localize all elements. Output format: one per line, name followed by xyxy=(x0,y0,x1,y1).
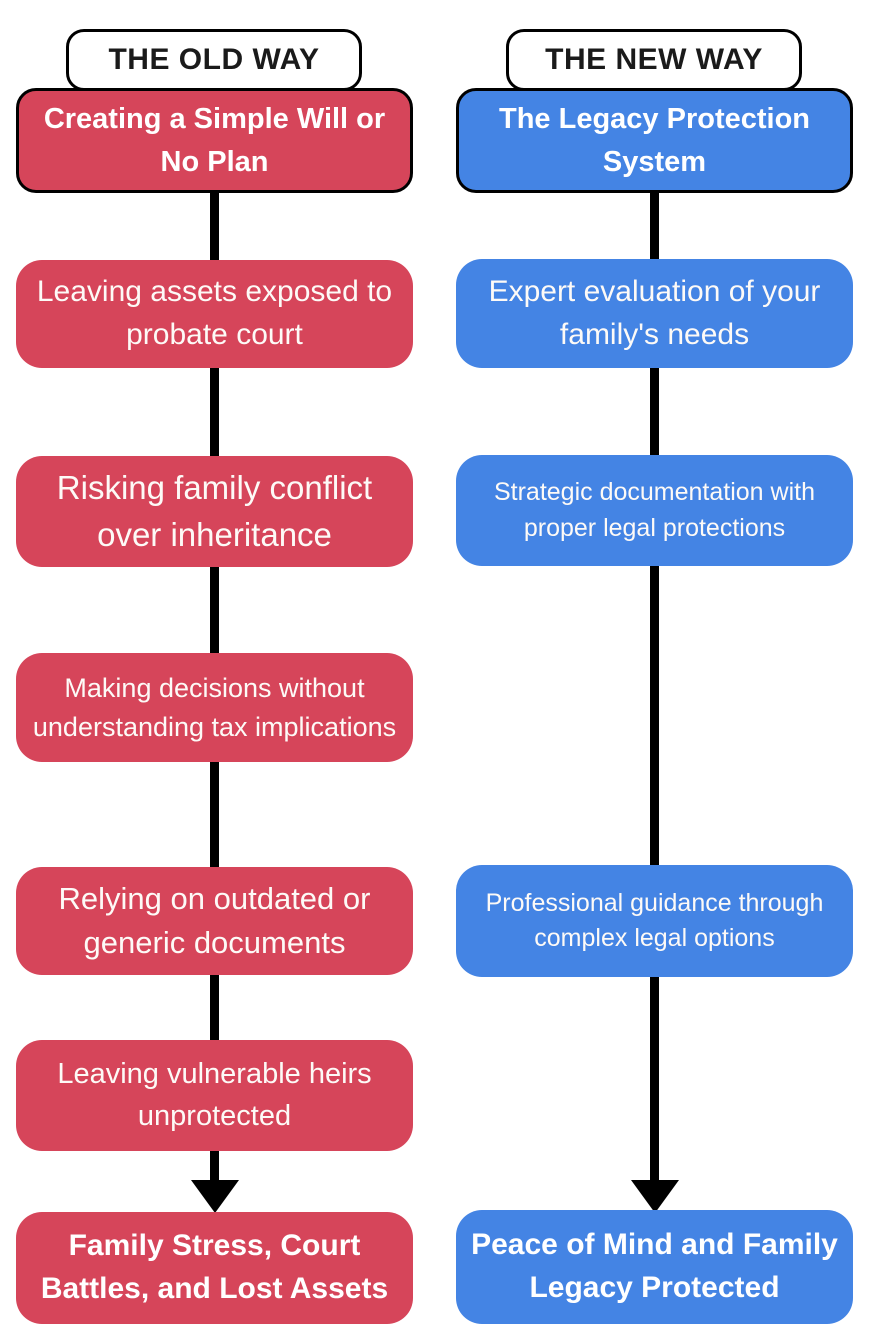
old-way-title: THE OLD WAY xyxy=(108,43,320,76)
new-step-text-2: Strategic documentation with proper lega… xyxy=(493,478,815,542)
new-result-text: Peace of Mind and Family Legacy Protecte… xyxy=(471,1228,838,1304)
old-step-box-1: Leaving assets exposed to probate court xyxy=(16,260,413,368)
old-step-box-2: Risking family conflict over inheritance xyxy=(16,456,413,567)
old-way-title-pill: THE OLD WAY xyxy=(66,29,362,91)
new-step-box-3: Professional guidance through complex le… xyxy=(456,865,853,977)
old-step-text-5: Leaving vulnerable heirs unprotected xyxy=(57,1058,372,1132)
old-step-text-3: Making decisions without understanding t… xyxy=(32,673,397,742)
old-result-box: Family Stress, Court Battles, and Lost A… xyxy=(16,1212,413,1324)
new-step-text-3: Professional guidance through complex le… xyxy=(485,888,824,953)
new-way-title: THE NEW WAY xyxy=(545,43,763,76)
old-header-box: Creating a Simple Will or No Plan xyxy=(16,88,413,193)
old-header-text: Creating a Simple Will or No Plan xyxy=(43,103,386,178)
old-step-text-1: Leaving assets exposed to probate court xyxy=(36,275,393,351)
new-header-text: The Legacy Protection System xyxy=(498,103,810,178)
new-way-title-pill: THE NEW WAY xyxy=(506,29,802,91)
new-arrow-down-icon xyxy=(631,1180,679,1213)
new-result-box: Peace of Mind and Family Legacy Protecte… xyxy=(456,1210,853,1324)
old-step-box-3: Making decisions without understanding t… xyxy=(16,653,413,762)
old-step-box-5: Leaving vulnerable heirs unprotected xyxy=(16,1040,413,1151)
new-step-box-2: Strategic documentation with proper lega… xyxy=(456,455,853,566)
old-arrow-down-icon xyxy=(191,1180,239,1213)
old-step-text-4: Relying on outdated or generic documents xyxy=(58,880,371,960)
new-step-box-1: Expert evaluation of your family's needs xyxy=(456,259,853,368)
old-result-text: Family Stress, Court Battles, and Lost A… xyxy=(40,1229,389,1305)
old-step-box-4: Relying on outdated or generic documents xyxy=(16,867,413,975)
new-flow-line xyxy=(650,190,659,1182)
new-step-text-1: Expert evaluation of your family's needs xyxy=(488,274,821,351)
new-header-box: The Legacy Protection System xyxy=(456,88,853,193)
old-step-text-2: Risking family conflict over inheritance xyxy=(56,468,373,553)
